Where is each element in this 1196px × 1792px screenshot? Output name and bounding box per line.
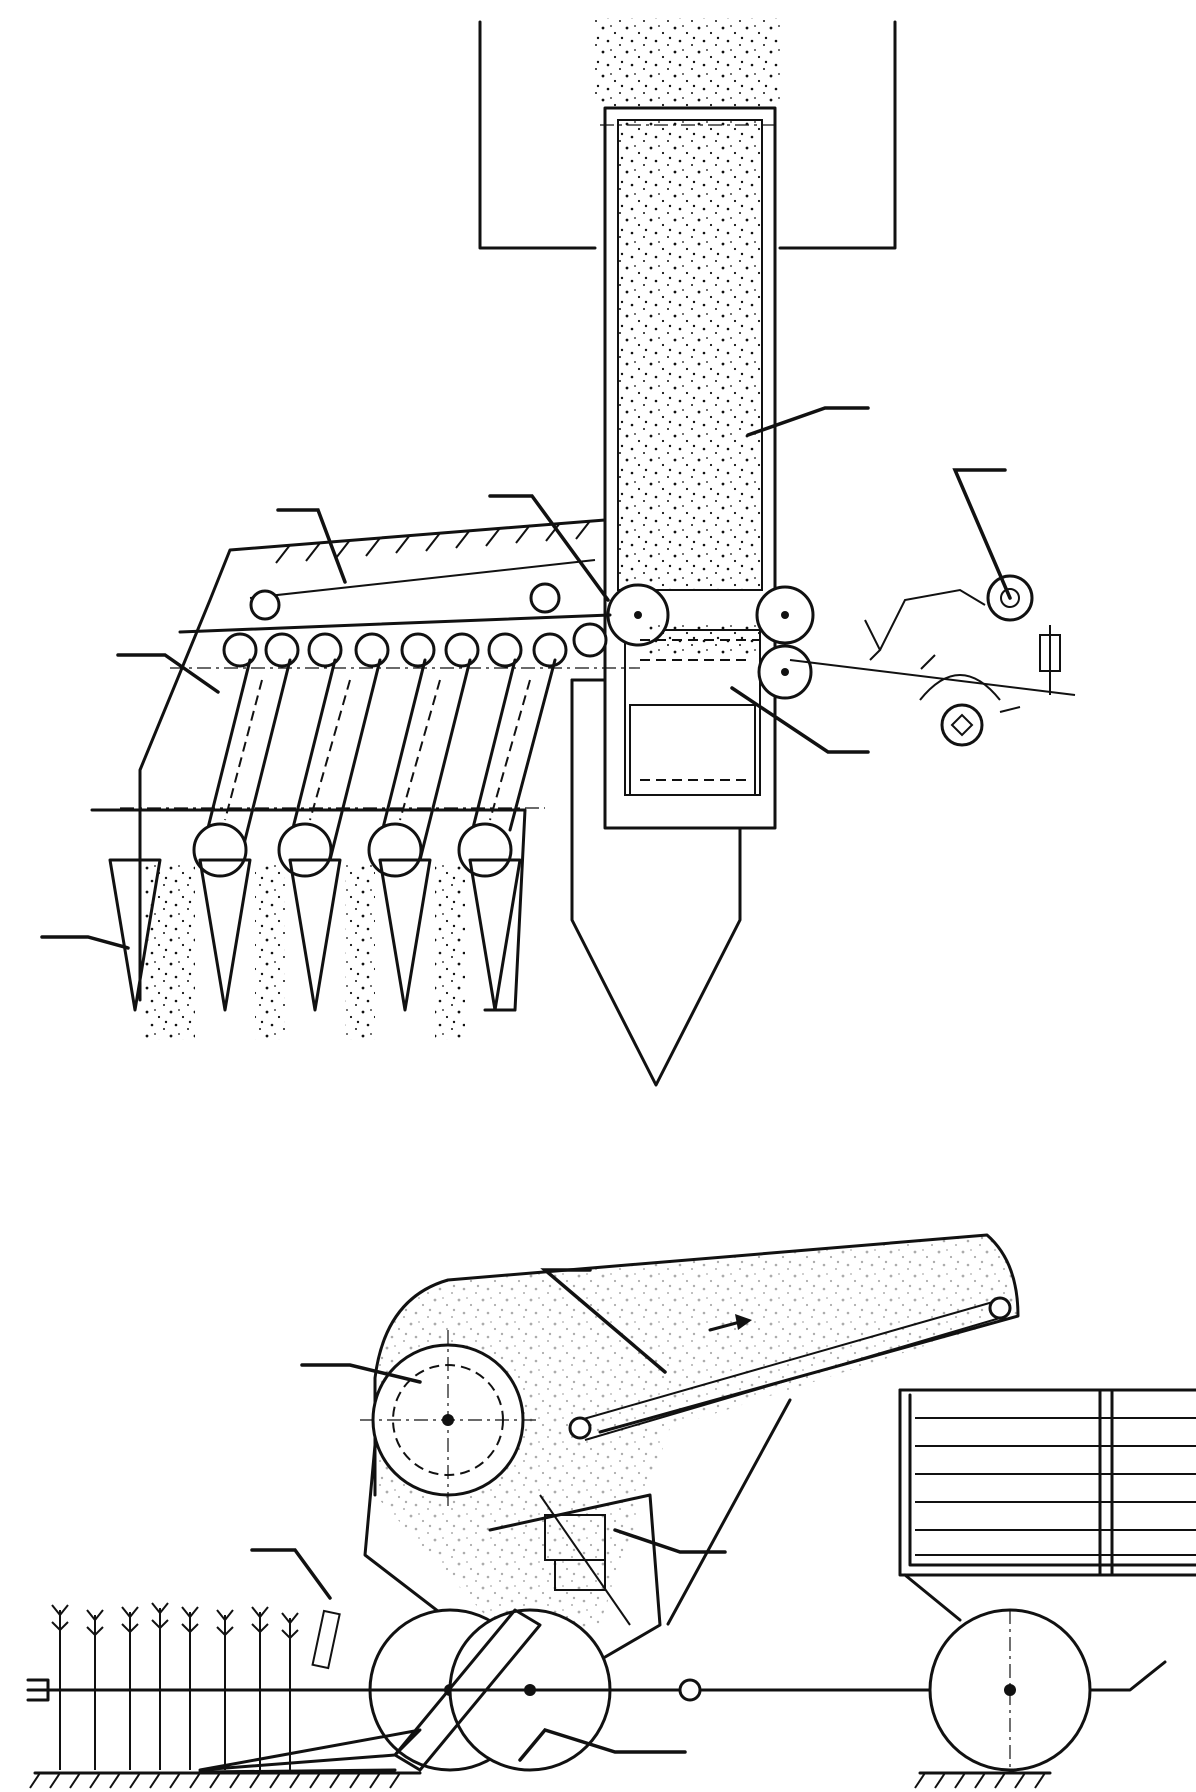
hood-bar [138, 518, 612, 1002]
side-callout-picker [250, 1548, 332, 1600]
picker-arm [198, 1608, 542, 1774]
side-callout-housing [613, 1528, 727, 1554]
discharge-conveyor [600, 106, 780, 830]
top-callout-drive [952, 468, 1012, 600]
top-callout-feed-roller [488, 494, 610, 602]
row-units [120, 658, 557, 878]
top-callout-hood [276, 508, 347, 584]
crop-dividers [90, 808, 527, 1040]
side-callout-drum [300, 1363, 422, 1384]
drive-linkage [789, 574, 1076, 747]
gathering-rolls-row [170, 582, 640, 669]
top-view [40, 18, 1076, 1087]
top-callout-divider [40, 935, 130, 950]
top-callout-rolls [730, 686, 870, 754]
side-callout-elevator [540, 1268, 667, 1374]
elevator-body [373, 1233, 1020, 1628]
side-view [26, 1233, 1196, 1789]
rear-rolls [606, 583, 815, 700]
trailer-bin-outline [478, 18, 897, 250]
crop-plants [51, 1602, 299, 1770]
side-callout-wheels [518, 1727, 687, 1762]
trailer [898, 1388, 1196, 1772]
top-callout-conveyor-housing [746, 406, 870, 437]
pointed-divider [570, 678, 742, 1087]
top-callout-row-unit [116, 653, 220, 694]
drum [360, 1330, 540, 1510]
hitch-and-ground [26, 1660, 1167, 1789]
